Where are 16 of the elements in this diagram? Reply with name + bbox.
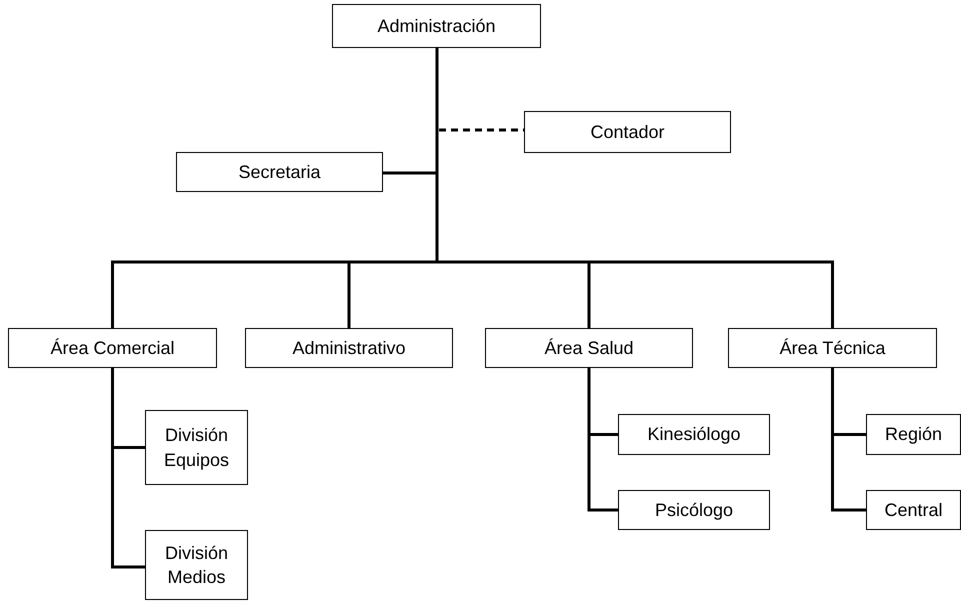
org-box: Área Comercial <box>8 328 217 368</box>
connector-line <box>111 368 145 568</box>
org-box: División Medios <box>145 530 248 600</box>
org-box: Kinesiólogo <box>618 414 770 455</box>
org-box: Administración <box>332 4 541 48</box>
connector-line <box>831 368 866 512</box>
org-box: Área Técnica <box>728 328 937 368</box>
org-box: Psicólogo <box>618 490 770 530</box>
org-box: Secretaria <box>176 152 383 192</box>
org-box: Área Salud <box>485 328 693 368</box>
connector-line <box>588 368 618 512</box>
org-box: Contador <box>524 111 731 153</box>
org-box: Región <box>866 414 961 455</box>
org-box: División Equipos <box>145 410 248 485</box>
org-box: Central <box>866 490 961 530</box>
org-box: Administrativo <box>245 328 453 368</box>
